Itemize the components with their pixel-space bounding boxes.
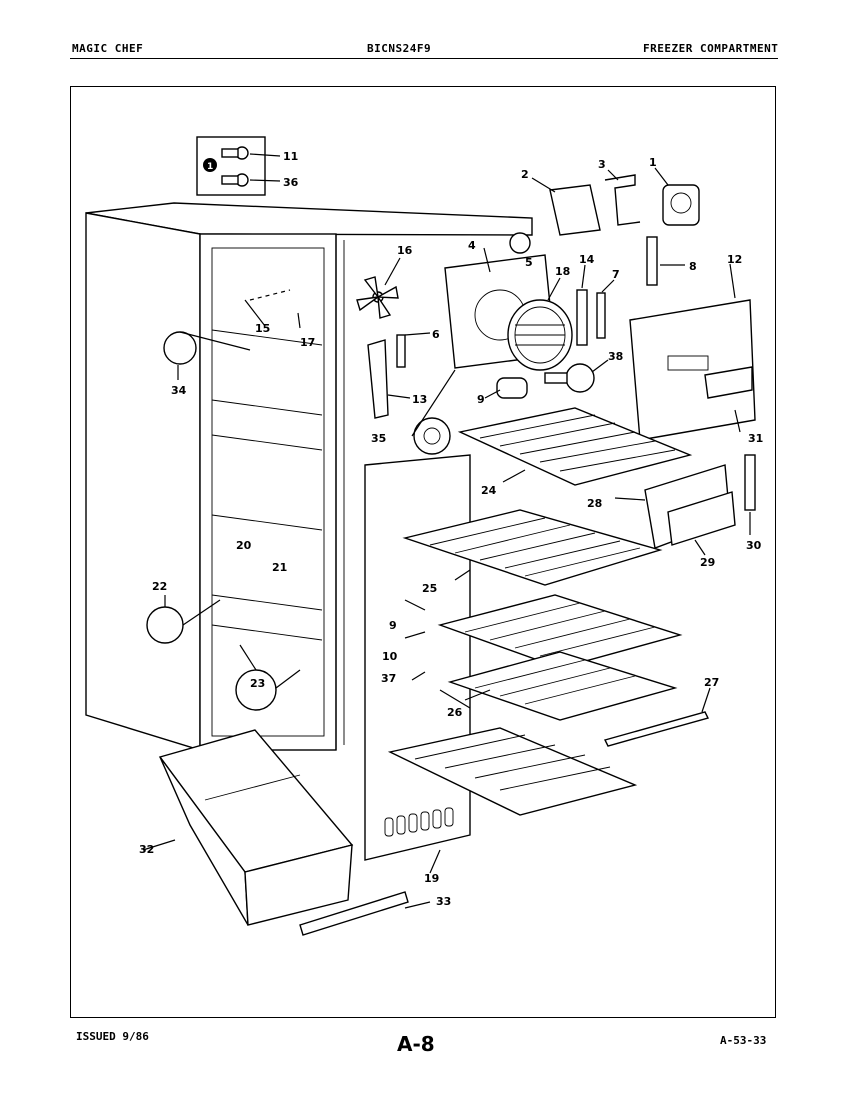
callout-20: 20	[236, 539, 252, 552]
callout-26: 26	[447, 706, 463, 719]
callout-17: 17	[300, 336, 315, 349]
callout-10: 10	[382, 650, 398, 663]
inset-badge-circle	[203, 158, 217, 172]
callout-9-lower: 9	[389, 619, 397, 632]
header-rule	[70, 58, 778, 59]
callout-35: 35	[371, 432, 386, 445]
document-code: A-53-33	[720, 1034, 767, 1047]
callout-1: 1	[649, 156, 657, 169]
shelf-middle	[437, 594, 683, 669]
shelf-25	[402, 509, 663, 586]
top-hardware	[549, 174, 700, 286]
kick-plate	[299, 891, 409, 936]
callout-15: 15	[255, 322, 270, 335]
cabinet-body	[85, 202, 533, 751]
callout-25: 25	[422, 582, 437, 595]
callout-22: 22	[152, 580, 167, 593]
callout-28: 28	[587, 497, 602, 510]
callout-27: 27	[704, 676, 719, 689]
shelf-bottom	[387, 727, 638, 816]
callout-29: 29	[700, 556, 715, 569]
control-knob	[413, 417, 451, 455]
callout-6: 6	[432, 328, 440, 341]
callout-37: 37	[381, 672, 396, 685]
callout-11: 11	[283, 150, 298, 163]
shelf-24	[457, 407, 693, 486]
callout-32: 32	[139, 843, 154, 856]
callout-23: 23	[250, 677, 265, 690]
callout-38: 38	[608, 350, 623, 363]
callout-5: 5	[525, 256, 533, 269]
hardware-detail-circle	[235, 669, 277, 711]
callout-19: 19	[424, 872, 439, 885]
issued-date: ISSUED 9/86	[76, 1030, 149, 1043]
callout-33: 33	[436, 895, 451, 908]
fan-blade	[356, 276, 399, 319]
evaporator-panel	[364, 454, 471, 861]
callout-34: 34	[171, 384, 187, 397]
callout-21: 21	[272, 561, 287, 574]
callout-12: 12	[727, 253, 742, 266]
brand-label: MAGIC CHEF	[72, 42, 144, 55]
callout-18: 18	[555, 265, 570, 278]
page-number: A-8	[397, 1032, 435, 1056]
bin-bracket	[744, 454, 756, 511]
door-bin	[644, 464, 736, 549]
callout-7: 7	[612, 268, 620, 281]
fan-grille	[507, 299, 573, 371]
light-cover-panel	[629, 299, 756, 441]
callout-9-upper: 9	[477, 393, 485, 406]
freezer-basket	[158, 729, 354, 926]
model-number: BICNS24F9	[367, 42, 432, 55]
hinge-detail-circle	[146, 606, 184, 644]
callout-31: 31	[748, 432, 763, 445]
callout-14: 14	[579, 253, 595, 266]
leader-lines	[142, 167, 751, 909]
callout-2: 2	[521, 168, 529, 181]
section-title: FREEZER COMPARTMENT	[643, 42, 779, 55]
callout-30: 30	[746, 539, 762, 552]
callout-16: 16	[397, 244, 413, 257]
shelf-26	[447, 651, 678, 721]
inset-box: 1	[196, 136, 281, 196]
callout-13: 13	[412, 393, 427, 406]
shelf-trim	[603, 711, 710, 747]
inset-badge-number: 1	[207, 162, 213, 172]
exploded-parts-diagram: 1	[85, 136, 763, 936]
callout-24: 24	[481, 484, 497, 497]
diagram-frame	[70, 86, 776, 1018]
cam-detail-circle	[163, 331, 197, 365]
callout-8: 8	[689, 260, 697, 273]
light-parts	[367, 232, 606, 419]
callout-36: 36	[283, 176, 299, 189]
callout-4: 4	[468, 239, 476, 252]
callout-3: 3	[598, 158, 606, 171]
